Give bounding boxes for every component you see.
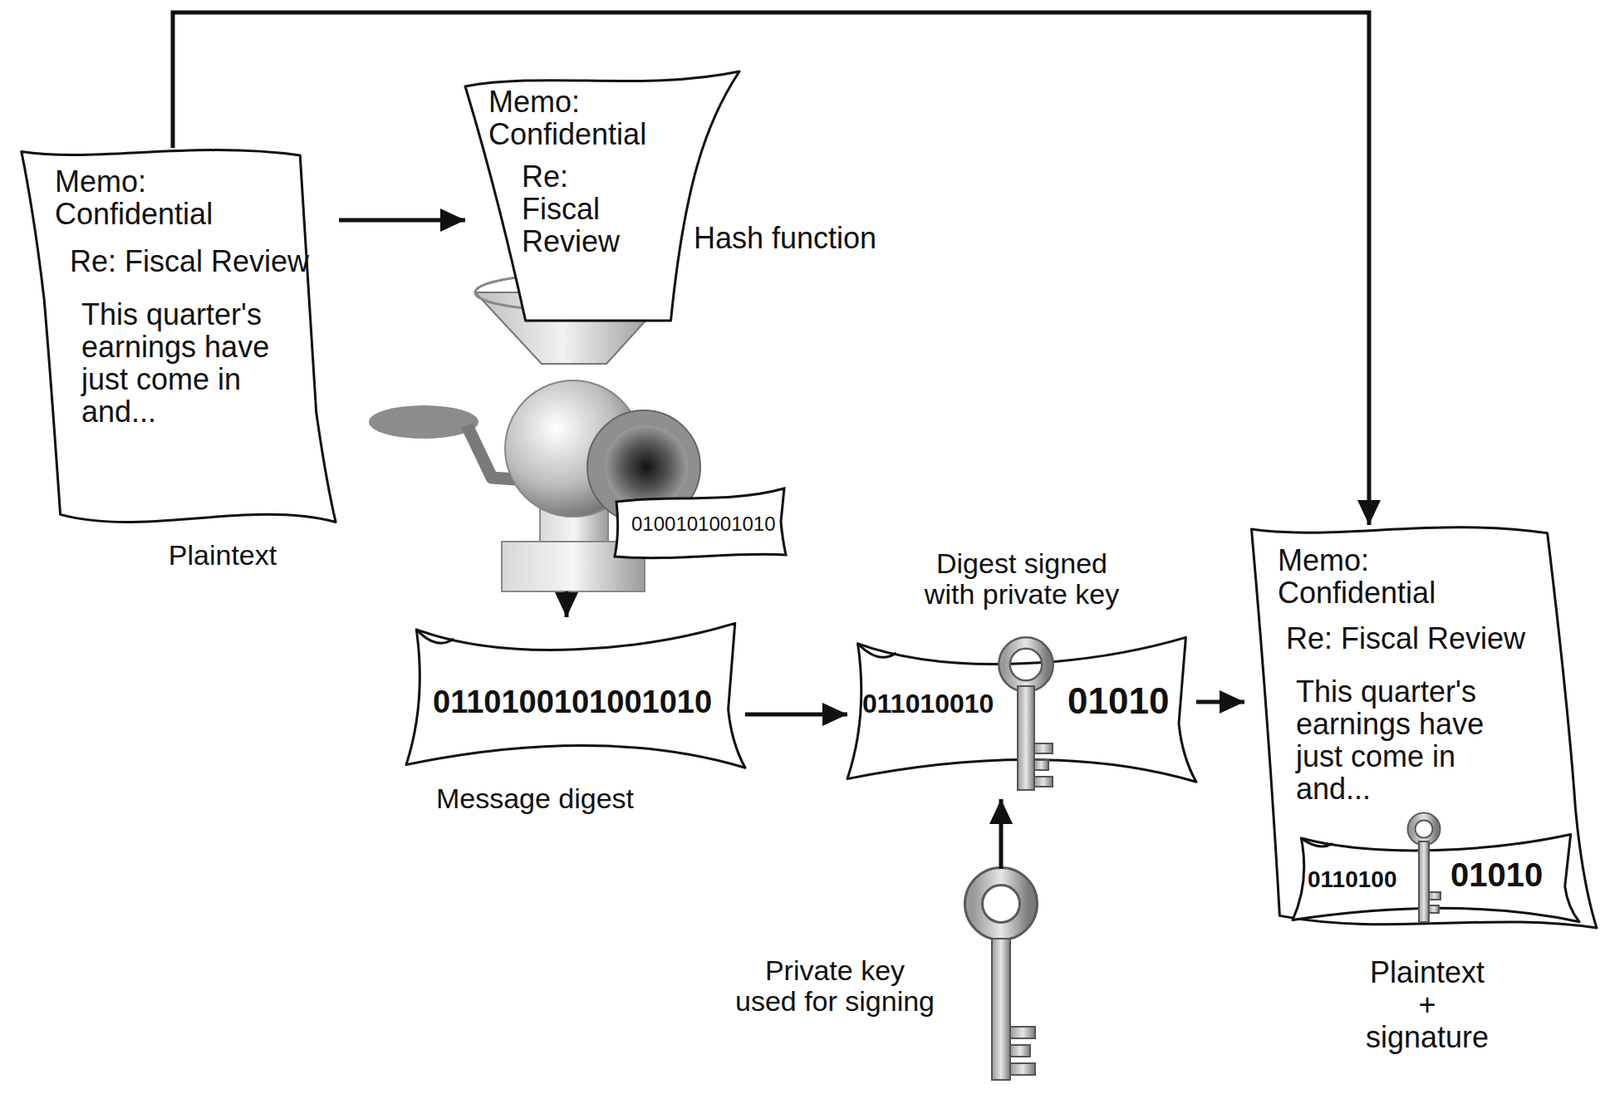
signed-digest-strip-text: 011010010 — [862, 689, 994, 719]
signed-document-text: Re: Fiscal Review — [1285, 623, 1552, 656]
plaintext-document: Memo: ConfidentialRe: Fiscal ReviewThis … — [14, 147, 339, 589]
crank-handle — [368, 405, 479, 439]
flow-arrow — [1196, 700, 1245, 705]
message-digest-strip: 0110100101001010Message digest — [406, 617, 746, 825]
hash-input-paper-text: Memo: Confidential — [488, 86, 684, 152]
hash-output-bits: 0100101001010 — [631, 513, 776, 535]
key-arrow — [999, 799, 1004, 869]
private-key-icon — [973, 876, 1036, 1080]
plaintext-document-text: Re: Fiscal Review — [69, 245, 324, 279]
signed-document-text: Plaintext + signature — [1360, 957, 1494, 1055]
flow-arrow — [172, 12, 1370, 526]
flow-arrow — [564, 591, 570, 618]
signature-strip-text: 0110100 — [1307, 867, 1397, 893]
signed-document: Memo: ConfidentialRe: Fiscal ReviewThis … — [1244, 525, 1597, 1090]
output-strip — [614, 488, 786, 559]
message-digest-strip-text: Message digest — [397, 783, 673, 815]
private-key-label: Private key used for signing — [731, 955, 939, 1016]
signed-document-text: This quarter's earnings have just come i… — [1295, 676, 1529, 806]
signed-digest-strip-text: Digest signed with private key — [913, 548, 1130, 609]
signature-strip-text: 01010 — [1450, 857, 1543, 894]
signature-key — [1411, 816, 1441, 923]
signed-digest-strip-text: 01010 — [1067, 681, 1169, 722]
flow-arrow — [745, 712, 848, 717]
plaintext-document-text: This quarter's earnings have just come i… — [81, 299, 306, 429]
signing-key-on-digest — [1004, 642, 1053, 791]
signed-document-text: Memo: Confidential — [1277, 544, 1486, 610]
message-digest-strip-text: 0110100101001010 — [432, 685, 712, 720]
grinder-mouth — [604, 425, 688, 509]
flow-arrow — [338, 218, 466, 223]
hash-function-label: Hash function — [693, 222, 877, 256]
plaintext-document-text: Plaintext — [139, 539, 306, 571]
hash-input-paper-text: Re: Fiscal Review — [521, 161, 626, 259]
plaintext-document-text: Memo: Confidential — [54, 166, 263, 231]
